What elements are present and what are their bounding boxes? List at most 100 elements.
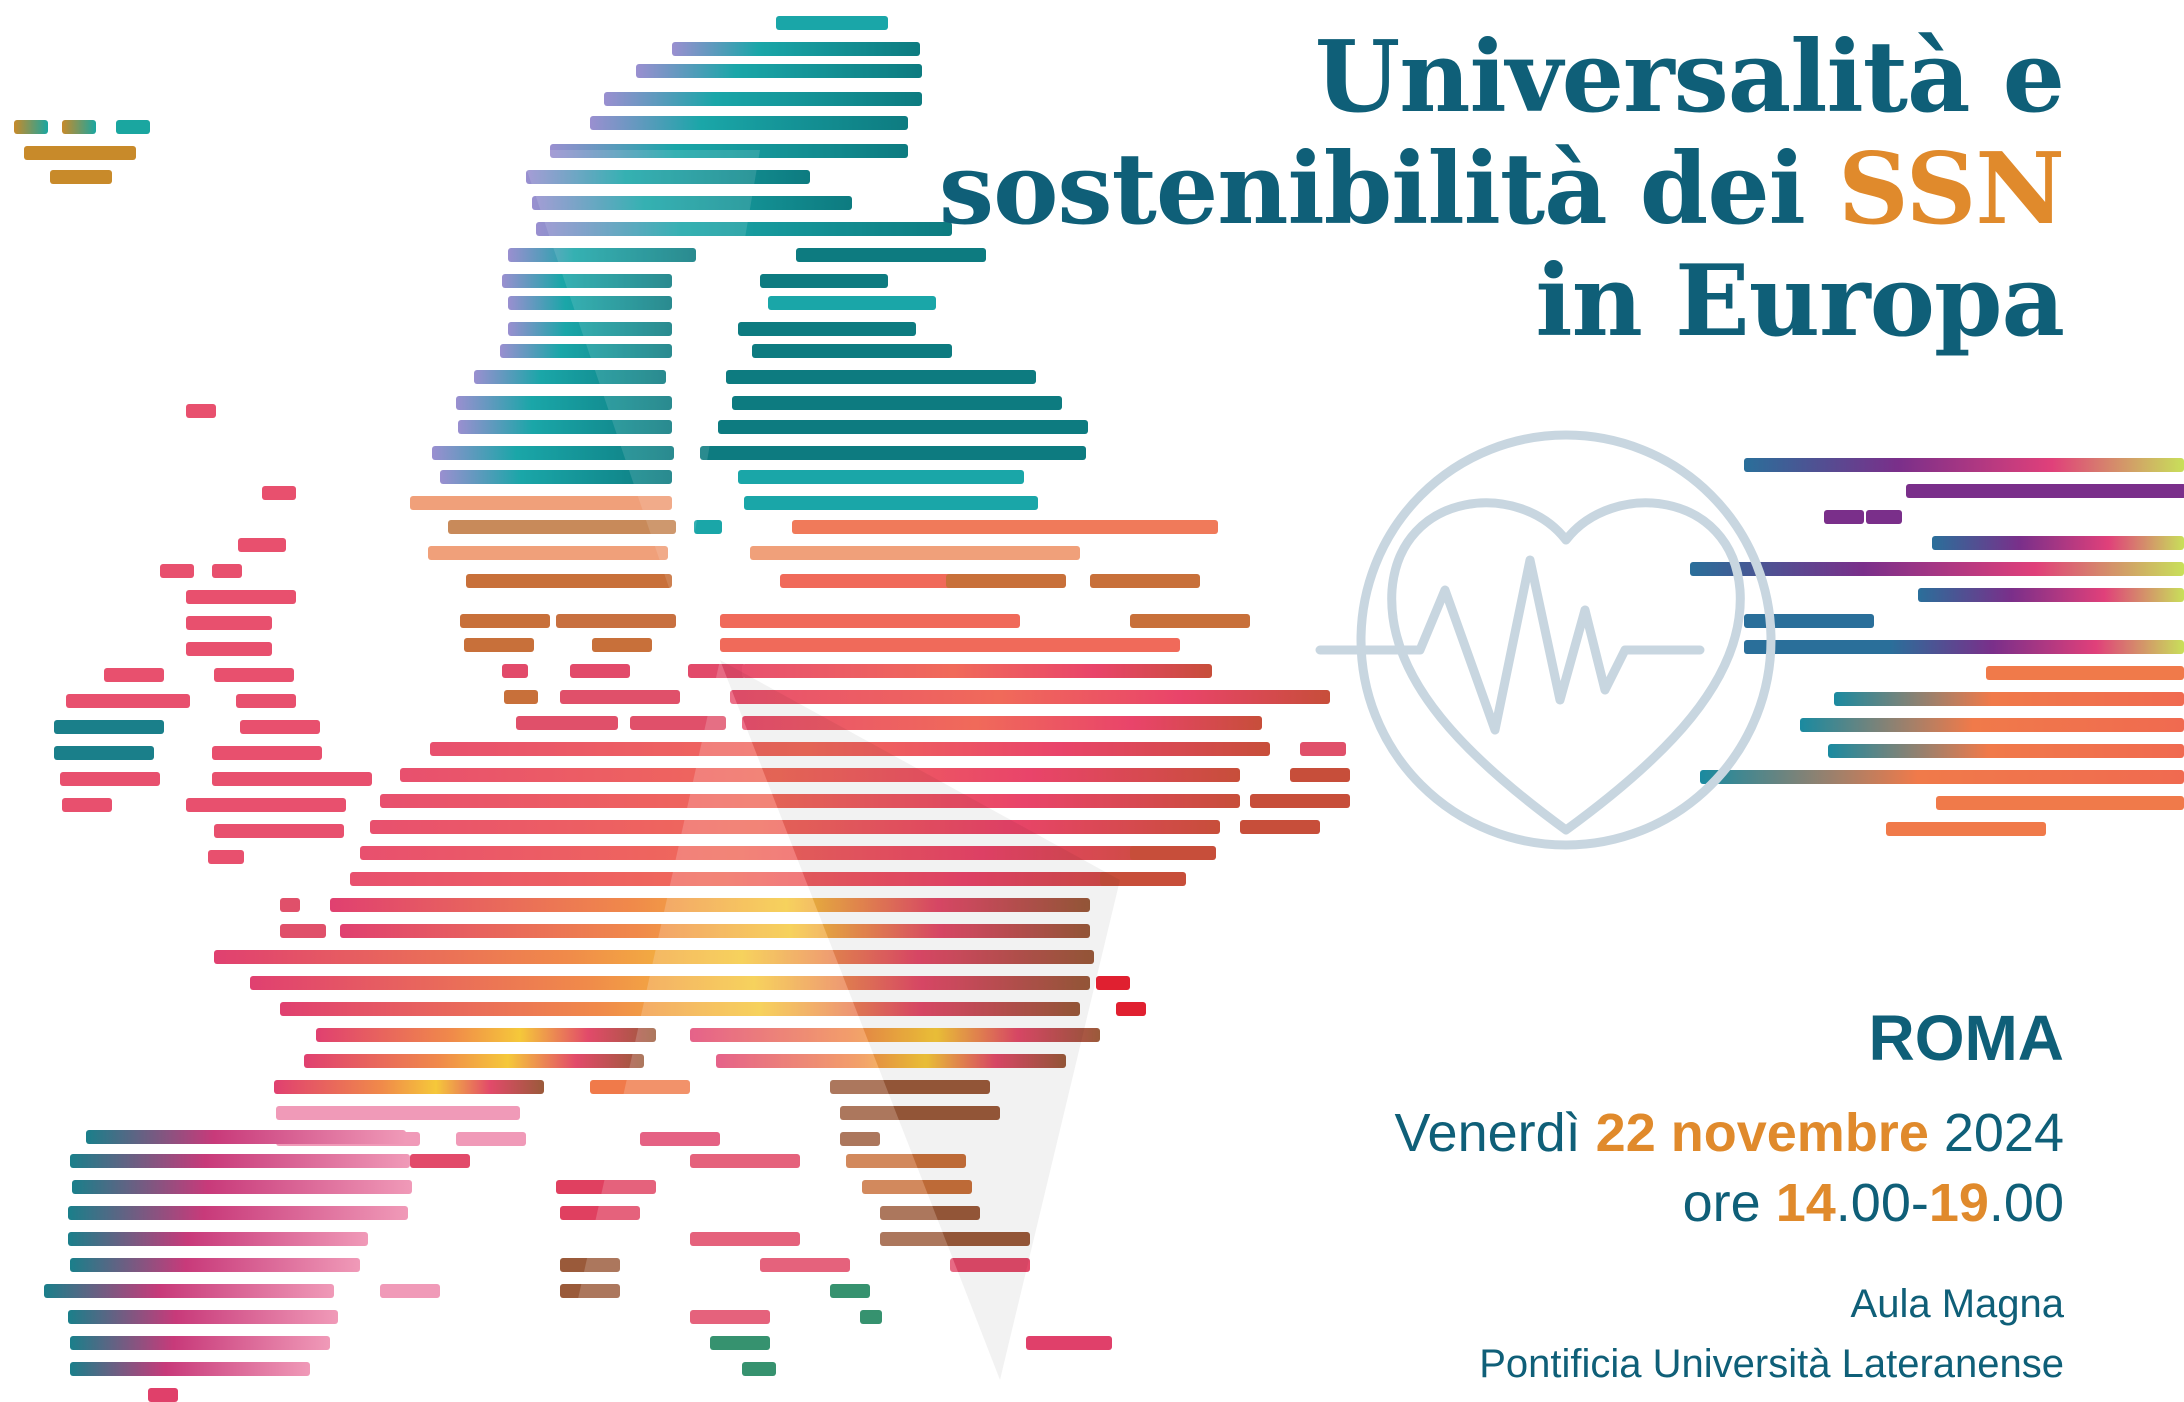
map-stripe: [830, 1284, 870, 1298]
map-stripe: [274, 1080, 544, 1094]
map-stripe: [428, 546, 668, 560]
map-stripe: [458, 420, 672, 434]
event-time-end-hour: 19: [1928, 1173, 1989, 1233]
map-stripe: [1090, 574, 1200, 588]
map-stripe: [214, 824, 344, 838]
event-date-number: 22: [1595, 1103, 1656, 1163]
map-stripe: [526, 170, 810, 184]
map-stripe: [690, 1028, 1100, 1042]
map-stripe: [1026, 1336, 1112, 1350]
map-stripe: [186, 404, 216, 418]
map-stripe: [720, 638, 1180, 652]
map-stripe: [380, 794, 1240, 808]
map-stripe: [214, 950, 1094, 964]
map-stripe: [880, 1232, 1030, 1246]
map-stripe: [710, 1336, 770, 1350]
map-stripe: [72, 1180, 412, 1194]
map-stripe: [432, 446, 674, 460]
map-stripe: [212, 746, 322, 760]
map-stripe: [186, 590, 296, 604]
map-stripe: [212, 772, 372, 786]
map-stripe: [68, 1232, 368, 1246]
map-stripe: [1800, 718, 2184, 732]
map-stripe: [68, 1310, 338, 1324]
map-stripe: [70, 1362, 310, 1376]
map-stripe: [502, 664, 528, 678]
map-stripe: [560, 690, 680, 704]
map-stripe: [410, 1154, 470, 1168]
map-stripe: [792, 520, 1218, 534]
map-stripe: [400, 768, 1240, 782]
map-stripe: [238, 538, 286, 552]
map-stripe: [1886, 822, 2046, 836]
map-stripe: [1834, 692, 2184, 706]
map-stripe: [1096, 976, 1130, 990]
map-stripe: [946, 574, 1066, 588]
map-stripe: [276, 1106, 520, 1120]
map-stripe: [760, 1258, 850, 1272]
event-month: novembre: [1670, 1103, 1929, 1163]
map-stripe: [1250, 794, 1350, 808]
event-time-start-hour: 14: [1775, 1173, 1836, 1233]
map-stripe: [550, 144, 908, 158]
map-stripe: [1130, 614, 1250, 628]
map-stripe: [738, 470, 1024, 484]
map-stripe: [280, 924, 326, 938]
event-title: Universalità e sostenibilità dei SSN in …: [864, 20, 2065, 358]
map-stripe: [1100, 872, 1186, 886]
map-stripe: [160, 564, 194, 578]
map-stripe: [502, 274, 672, 288]
map-stripe: [1690, 562, 2184, 576]
map-stripe: [862, 1180, 972, 1194]
map-stripe: [690, 1232, 800, 1246]
map-stripe: [212, 564, 242, 578]
map-stripe: [116, 120, 150, 134]
map-stripe: [262, 486, 296, 500]
map-stripe: [460, 614, 550, 628]
map-stripe: [1906, 484, 2184, 498]
map-stripe: [1116, 1002, 1146, 1016]
map-stripe: [440, 470, 672, 484]
map-stripe: [1986, 666, 2184, 680]
event-time-prefix: ore: [1682, 1173, 1776, 1233]
event-time-start-min: .00-: [1835, 1173, 1929, 1233]
map-stripe: [592, 638, 652, 652]
map-stripe: [556, 614, 676, 628]
map-stripe: [44, 1284, 334, 1298]
map-stripe: [880, 1206, 980, 1220]
map-stripe: [66, 694, 190, 708]
map-stripe: [500, 344, 672, 358]
map-stripe: [760, 274, 888, 288]
map-stripe: [636, 64, 922, 78]
map-stripe: [250, 976, 1090, 990]
map-stripe: [1744, 458, 2184, 472]
event-time-end-min: .00: [1988, 1173, 2064, 1233]
map-stripe: [752, 344, 952, 358]
title-line-1: Universalità e: [1314, 20, 2065, 135]
map-stripe: [532, 196, 852, 210]
map-stripe: [630, 716, 726, 730]
map-stripe: [560, 1258, 620, 1272]
map-stripe: [340, 924, 1090, 938]
map-stripe: [718, 420, 1088, 434]
map-stripe: [430, 742, 1270, 756]
map-stripe: [830, 1080, 990, 1094]
title-line-2: sostenibilità dei: [938, 132, 1839, 247]
map-stripe: [768, 296, 936, 310]
map-stripe: [1744, 640, 1934, 654]
map-stripe: [508, 296, 672, 310]
map-stripe: [370, 820, 1220, 834]
map-stripe: [846, 1154, 966, 1168]
map-stripe: [456, 396, 672, 410]
map-stripe: [70, 1258, 360, 1272]
map-stripe: [1936, 796, 2184, 810]
venue-university: Pontificia Università Lateranense: [1479, 1342, 2064, 1386]
map-stripe: [1828, 744, 2184, 758]
map-stripe: [726, 370, 1036, 384]
map-stripe: [208, 850, 244, 864]
event-time: ore 14.00-19.00: [1064, 1168, 2064, 1238]
event-details: ROMA Venerdì 22 novembre 2024 ore 14.00-…: [1064, 1000, 2064, 1394]
map-stripe: [840, 1132, 880, 1146]
map-stripe: [688, 664, 746, 678]
map-stripe: [304, 1054, 644, 1068]
